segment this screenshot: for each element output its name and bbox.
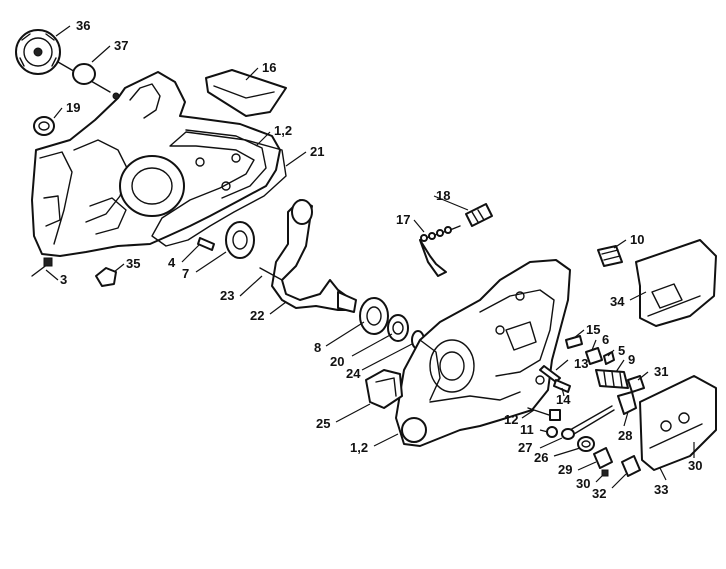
callout-14: 14: [556, 392, 571, 407]
callout-34: 34: [610, 294, 625, 309]
spring-26: [577, 436, 595, 452]
callout-20: 20: [330, 354, 344, 369]
callout-7: 7: [182, 266, 189, 281]
callout-10: 10: [630, 232, 644, 247]
callout-29: 29: [558, 462, 572, 477]
callout-8: 8: [314, 340, 321, 355]
screw-30-lower: [601, 469, 609, 477]
callout-24: 24: [346, 366, 361, 381]
callout-32: 32: [592, 486, 606, 501]
left-crankcase-half: [31, 71, 281, 257]
callout-33: 33: [654, 482, 668, 497]
ball-bearing-left: [225, 221, 255, 259]
gasket: [151, 131, 287, 247]
ball-bearing-right: [359, 297, 389, 335]
callout-28: 28: [618, 428, 632, 443]
callout-22: 22: [250, 308, 264, 323]
tensioner-9: [595, 369, 629, 389]
stud: [597, 245, 623, 267]
clutch-drum-part: [15, 29, 111, 93]
callout-4: 4: [168, 255, 176, 270]
dowel-pin: [197, 237, 215, 251]
callout-27: 27: [518, 440, 532, 455]
callout-21: 21: [310, 144, 324, 159]
callout-labels: 36 37 16 19 1,2 21 18 17 10 4 7 3 35 23 …: [60, 18, 702, 501]
bracket-29: [593, 447, 613, 469]
screw-5: [603, 351, 615, 365]
side-cover-lower: [639, 375, 717, 471]
callout-23: 23: [220, 288, 234, 303]
right-crankcase-half: [395, 259, 571, 447]
shaft-seal: [387, 314, 409, 342]
chain-catcher: [365, 369, 403, 409]
callout-11: 11: [520, 422, 534, 437]
leader-lines: [45, 25, 695, 489]
callout-26: 26: [534, 450, 548, 465]
callout-1-2-lower: 1,2: [350, 440, 368, 455]
plug: [95, 267, 117, 287]
o-ring: [72, 63, 96, 85]
screw-tip: [112, 92, 120, 100]
callout-35: 35: [126, 256, 140, 271]
callout-30-lower: 30: [576, 476, 590, 491]
callout-13: 13: [574, 356, 588, 371]
plate-28: [617, 391, 637, 415]
oil-seal: [33, 116, 55, 136]
callout-5: 5: [618, 343, 625, 358]
callout-12: 12: [504, 412, 518, 427]
callout-15: 15: [586, 322, 600, 337]
side-cover-upper: [635, 239, 717, 327]
oil-line: [419, 203, 493, 277]
callout-36: 36: [76, 18, 90, 33]
cap-32: [621, 455, 641, 477]
callout-18: 18: [436, 188, 450, 203]
bolt-14: [553, 379, 571, 393]
callout-30-right: 30: [688, 458, 702, 473]
crankshaft: [259, 199, 357, 313]
callout-16: 16: [262, 60, 276, 75]
cover-plate: [205, 69, 287, 117]
callout-9: 9: [628, 352, 635, 367]
callout-3: 3: [60, 272, 67, 287]
screw-left: [31, 257, 53, 277]
washer-11: [546, 426, 558, 438]
callout-37: 37: [114, 38, 128, 53]
callout-19: 19: [66, 100, 80, 115]
sleeve-6: [585, 347, 603, 365]
callout-6: 6: [602, 332, 609, 347]
adjusting-screw: [569, 405, 615, 435]
callout-25: 25: [316, 416, 330, 431]
callout-31: 31: [654, 364, 668, 379]
washer-27: [561, 428, 575, 440]
pin-31: [627, 375, 645, 393]
callout-17: 17: [396, 212, 410, 227]
bolt-12: [527, 407, 561, 421]
callout-1-2-upper: 1,2: [274, 123, 292, 138]
